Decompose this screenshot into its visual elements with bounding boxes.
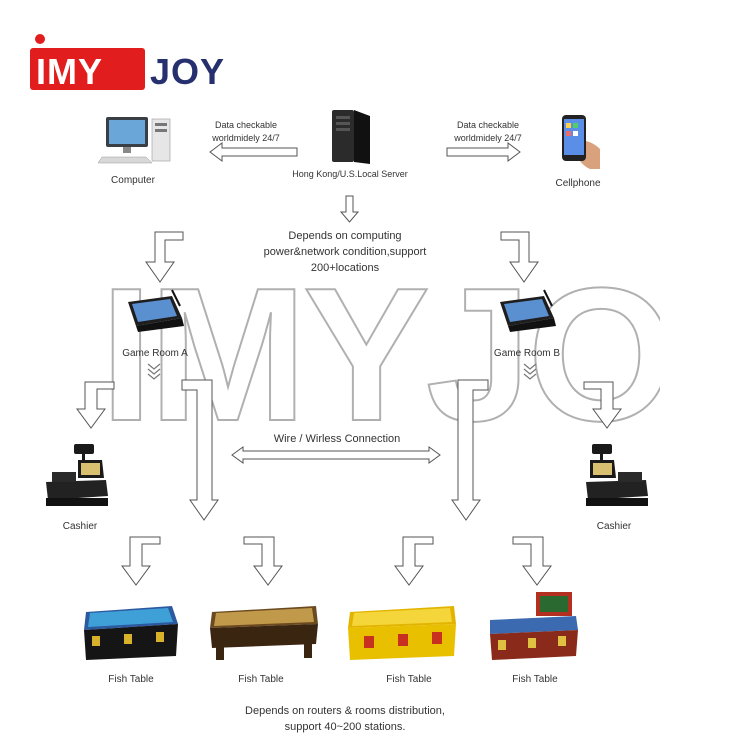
arrow-to-cashier-right bbox=[583, 381, 622, 429]
cellphone-label: Cellphone bbox=[555, 178, 601, 189]
fish-table-3-label: Fish Table bbox=[386, 674, 432, 685]
connection-label: Wire / Wirless Connection bbox=[273, 433, 401, 445]
arrow-to-fish-table-1 bbox=[121, 536, 161, 586]
fish-table-1-label: Fish Table bbox=[108, 674, 154, 685]
double-arrow-wireless bbox=[231, 446, 441, 464]
cashier-left-label: Cashier bbox=[62, 521, 98, 532]
logo-dot bbox=[35, 34, 45, 44]
fish-table-3-icon bbox=[346, 598, 458, 662]
fish-table-2-icon bbox=[208, 600, 320, 662]
arrow-room-b-long bbox=[451, 379, 489, 521]
server-tower-icon bbox=[326, 108, 376, 166]
cashier-right-label: Cashier bbox=[596, 521, 632, 532]
stations-note: Depends on routers & rooms distribution,… bbox=[245, 705, 445, 733]
arrow-to-room-a bbox=[145, 231, 184, 283]
arrow-to-fish-table-2 bbox=[243, 536, 283, 586]
data-checkable-right: Data checkable worldmidely 24/7 bbox=[454, 120, 522, 143]
room-b-terminal-icon bbox=[494, 286, 560, 334]
logo-part-joy: JOY bbox=[150, 51, 226, 92]
cash-register-right-icon bbox=[584, 442, 650, 508]
logo-part-imy: IMY bbox=[36, 51, 104, 92]
fish-table-2-label: Fish Table bbox=[238, 674, 284, 685]
room-b-label: Game Room B bbox=[493, 348, 561, 359]
arrow-room-a-long bbox=[181, 379, 219, 521]
fish-table-4-icon bbox=[488, 590, 580, 662]
arrow-to-room-b bbox=[500, 231, 539, 283]
desktop-computer-icon bbox=[97, 115, 174, 165]
arrow-to-fish-table-3 bbox=[394, 536, 434, 586]
arrow-to-fish-table-4 bbox=[512, 536, 552, 586]
data-checkable-left: Data checkable worldmidely 24/7 bbox=[212, 120, 280, 143]
imyjoy-logo: IMY JOY bbox=[30, 34, 230, 94]
room-a-label: Game Room A bbox=[122, 348, 188, 359]
smartphone-icon bbox=[556, 113, 602, 171]
arrow-server-down bbox=[339, 195, 360, 223]
cash-register-left-icon bbox=[44, 442, 110, 508]
capacity-note: Depends on computing power&network condi… bbox=[263, 230, 427, 274]
arrow-to-cellphone bbox=[446, 142, 521, 162]
room-a-terminal-icon bbox=[122, 286, 188, 334]
fish-table-4-label: Fish Table bbox=[512, 674, 558, 685]
arrow-to-cashier-left bbox=[76, 381, 115, 429]
arrow-to-computer bbox=[209, 142, 298, 162]
computer-label: Computer bbox=[111, 175, 155, 186]
server-label: Hong Kong/U.S.Local Server bbox=[292, 169, 408, 179]
fish-table-1-icon bbox=[80, 600, 180, 662]
